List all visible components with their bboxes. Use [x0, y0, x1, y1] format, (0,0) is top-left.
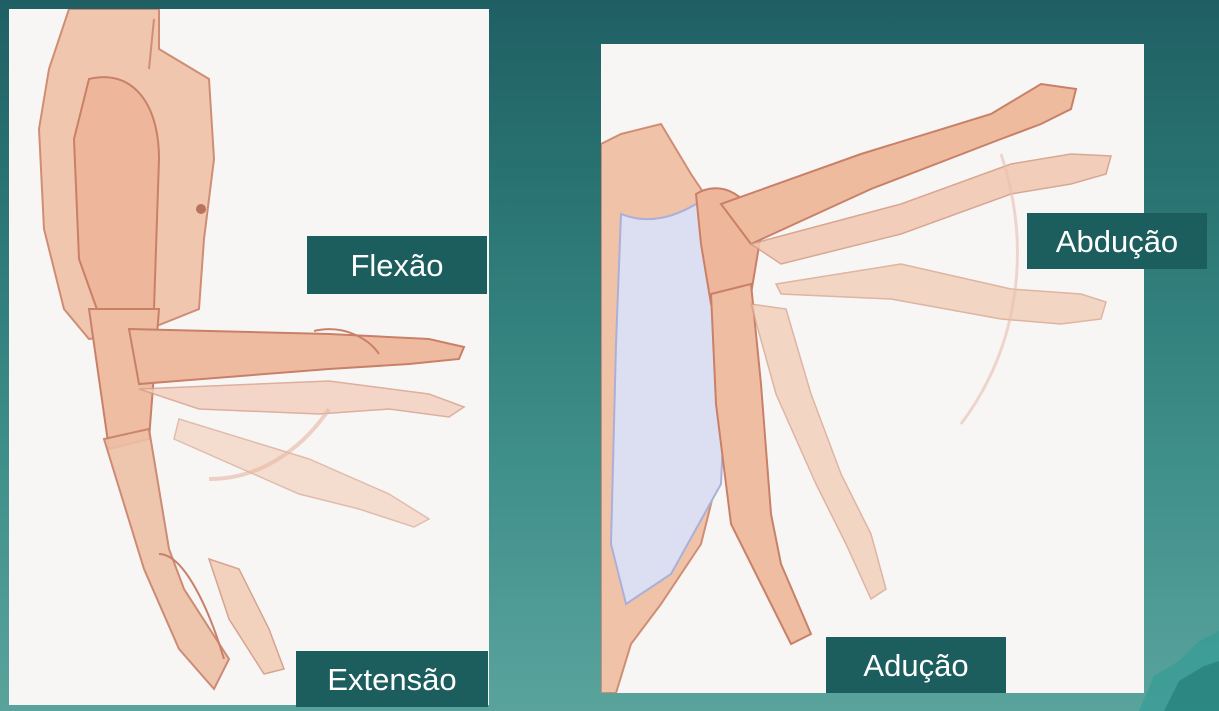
- arm-abduction-adduction-drawing: [601, 44, 1144, 693]
- adduction-label: Adução: [826, 637, 1006, 693]
- abduction-label: Abdução: [1027, 213, 1207, 269]
- extension-label: Extensão: [296, 651, 488, 707]
- flexion-label: Flexão: [307, 236, 487, 294]
- flexion-extension-illustration: [9, 9, 489, 705]
- abduction-adduction-illustration: [601, 44, 1144, 693]
- arm-flexion-extension-drawing: [9, 9, 489, 705]
